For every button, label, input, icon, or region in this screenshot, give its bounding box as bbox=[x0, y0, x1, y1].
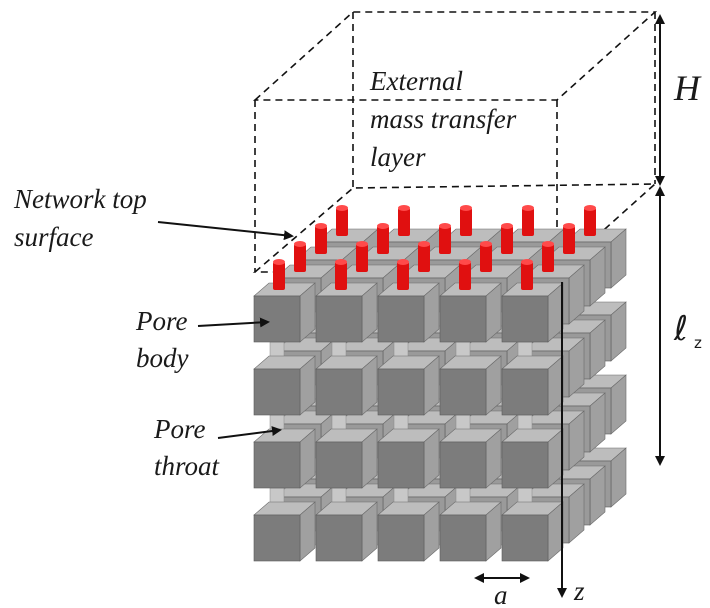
svg-text:surface: surface bbox=[14, 222, 94, 252]
outlet-pipe bbox=[315, 226, 327, 254]
pore-body bbox=[377, 295, 425, 343]
z-axis: z bbox=[557, 282, 585, 606]
svg-text:layer: layer bbox=[370, 142, 426, 172]
height-dimension: H bbox=[655, 14, 702, 186]
svg-text:throat: throat bbox=[154, 451, 221, 481]
pore-body bbox=[439, 514, 487, 562]
outlet-pipe bbox=[397, 262, 409, 290]
outlet-pipe-top bbox=[460, 205, 472, 211]
pore-body-label: Pore body bbox=[135, 306, 270, 373]
pore-body bbox=[439, 441, 487, 489]
pore-body bbox=[315, 514, 363, 562]
outlet-pipe-top bbox=[273, 259, 285, 265]
pore-body bbox=[377, 368, 425, 416]
spacing-dimension: a bbox=[474, 573, 530, 608]
outlet-pipe-top bbox=[521, 259, 533, 265]
outlet-pipe bbox=[273, 262, 285, 290]
outlet-pipe bbox=[522, 208, 534, 236]
outlet-pipe bbox=[459, 262, 471, 290]
outlet-pipe-top bbox=[294, 241, 306, 247]
outlet-pipe-top bbox=[480, 241, 492, 247]
outlet-pipe bbox=[336, 208, 348, 236]
outlet-pipe-top bbox=[418, 241, 430, 247]
outlet-pipe-top bbox=[563, 223, 575, 229]
z-axis-label: z bbox=[573, 576, 585, 606]
outlet-pipe-top bbox=[459, 259, 471, 265]
outlet-pipe-top bbox=[315, 223, 327, 229]
pore-body bbox=[501, 441, 549, 489]
pore-body bbox=[377, 441, 425, 489]
pore-body bbox=[315, 441, 363, 489]
outlet-pipe bbox=[356, 244, 368, 272]
outlet-pipe-top bbox=[335, 259, 347, 265]
svg-text:External: External bbox=[369, 66, 463, 96]
outlet-pipe bbox=[480, 244, 492, 272]
top-surface-arrow bbox=[157, 221, 294, 241]
outlet-pipe bbox=[294, 244, 306, 272]
svg-text:mass transfer: mass transfer bbox=[370, 104, 517, 134]
svg-text:body: body bbox=[136, 343, 189, 373]
outlet-pipe bbox=[398, 208, 410, 236]
outlet-pipe-top bbox=[377, 223, 389, 229]
svg-text:Pore: Pore bbox=[135, 306, 187, 336]
outlet-pipes bbox=[273, 205, 596, 290]
outlet-pipe bbox=[563, 226, 575, 254]
pore-body bbox=[253, 295, 301, 343]
outlet-pipe bbox=[584, 208, 596, 236]
outlet-pipe-top bbox=[398, 205, 410, 211]
length-label: ℓ bbox=[673, 309, 688, 349]
outlet-pipe bbox=[335, 262, 347, 290]
outlet-pipe bbox=[521, 262, 533, 290]
outlet-pipe-top bbox=[542, 241, 554, 247]
pore-body bbox=[501, 295, 549, 343]
pore-body-arrow bbox=[197, 317, 270, 328]
outlet-pipe-top bbox=[397, 259, 409, 265]
outlet-pipe bbox=[542, 244, 554, 272]
pore-body bbox=[439, 368, 487, 416]
length-dimension: ℓ z bbox=[655, 186, 702, 466]
pore-body bbox=[253, 514, 301, 562]
outlet-pipe-top bbox=[336, 205, 348, 211]
outlet-pipe bbox=[460, 208, 472, 236]
svg-text:Network top: Network top bbox=[13, 184, 147, 214]
pore-body bbox=[377, 514, 425, 562]
pore-lattice bbox=[253, 228, 627, 562]
outlet-pipe bbox=[439, 226, 451, 254]
pore-body bbox=[253, 368, 301, 416]
svg-text:Pore: Pore bbox=[153, 414, 205, 444]
pore-throat-arrow bbox=[217, 426, 282, 439]
external-layer-label: External mass transfer layer bbox=[369, 66, 517, 172]
height-label: H bbox=[673, 68, 702, 108]
outlet-pipe-top bbox=[356, 241, 368, 247]
pore-body bbox=[315, 368, 363, 416]
pore-body bbox=[501, 368, 549, 416]
outlet-pipe-top bbox=[522, 205, 534, 211]
spacing-label: a bbox=[494, 580, 508, 608]
outlet-pipe-top bbox=[501, 223, 513, 229]
outlet-pipe bbox=[418, 244, 430, 272]
outlet-pipe bbox=[501, 226, 513, 254]
outlet-pipe bbox=[377, 226, 389, 254]
pore-body bbox=[439, 295, 487, 343]
pore-body bbox=[253, 441, 301, 489]
pore-body bbox=[315, 295, 363, 343]
outlet-pipe-top bbox=[584, 205, 596, 211]
length-subscript: z bbox=[694, 334, 702, 352]
top-surface-label: Network top surface bbox=[13, 184, 294, 252]
outlet-pipe-top bbox=[439, 223, 451, 229]
pore-throat-label: Pore throat bbox=[153, 414, 282, 481]
pore-body bbox=[501, 514, 549, 562]
